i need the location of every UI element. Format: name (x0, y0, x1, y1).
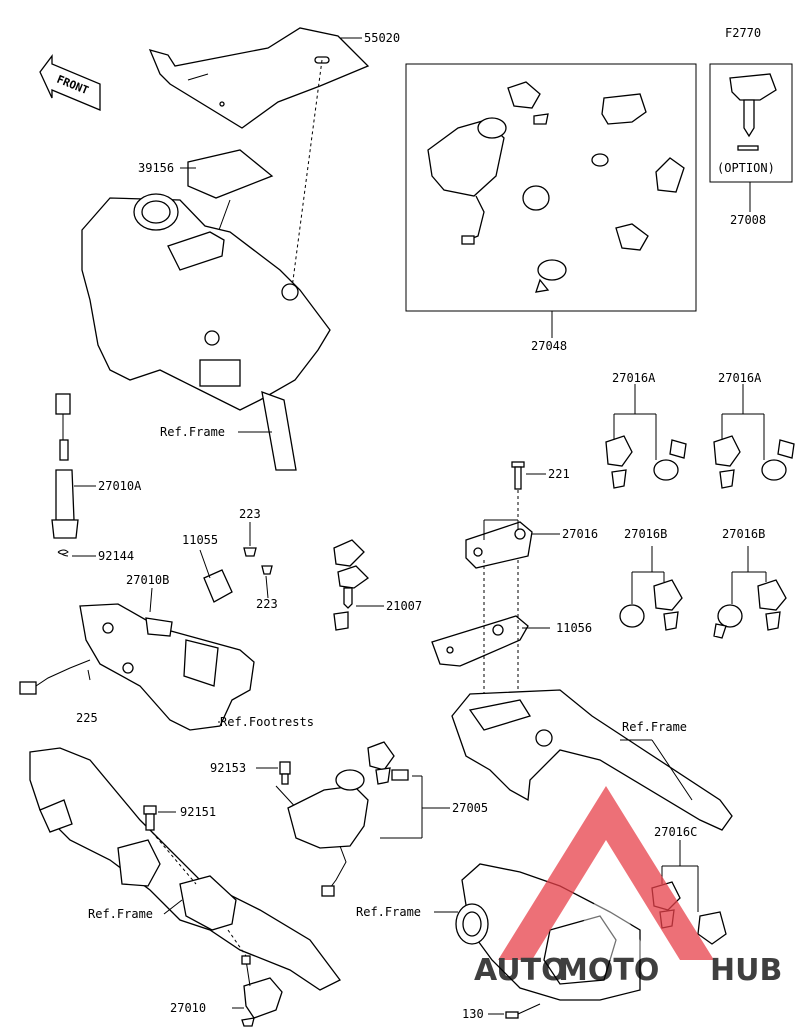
kit-27048-box (405, 63, 697, 312)
part-27016A-set-2 (713, 435, 795, 489)
part-55020-sheet (148, 27, 370, 129)
callout-130: 130 (462, 1007, 484, 1021)
watermark-text-moto: MOTO (558, 953, 659, 988)
callout-27016C: 27016C (654, 825, 697, 839)
option-label: (OPTION) (717, 161, 775, 175)
callout-ref-footrests: Ref.Footrests (220, 715, 314, 729)
callout-221: 221 (548, 467, 570, 481)
callout-55020: 55020 (364, 31, 400, 45)
part-39156-plate (187, 149, 274, 199)
key-27008-icon (729, 73, 777, 151)
part-21007-keys (333, 539, 370, 631)
part-27016B-set-1 (619, 579, 683, 631)
part-27016B-set-2 (713, 579, 787, 639)
callout-21007: 21007 (386, 599, 422, 613)
callout-27016A-2: 27016A (718, 371, 762, 385)
part-27010A-switch (51, 393, 79, 539)
callout-27008: 27008 (730, 213, 766, 227)
callout-223b: 223 (256, 597, 278, 611)
callout-225: 225 (76, 711, 98, 725)
screw-130-icon (505, 1003, 541, 1019)
callout-ref-frame-1: Ref.Frame (160, 425, 225, 439)
callout-27010: 27010 (170, 1001, 206, 1015)
bolt-223a-icon (243, 547, 257, 557)
callout-ref-frame-3: Ref.Frame (88, 907, 153, 921)
part-92144-spring (57, 549, 69, 557)
screw-221-icon (511, 461, 525, 490)
callout-27016B-2: 27016B (722, 527, 765, 541)
callout-27010A: 27010A (98, 479, 142, 493)
callout-27016: 27016 (562, 527, 598, 541)
part-27010-switch (241, 955, 283, 1027)
callout-92144: 92144 (98, 549, 134, 563)
callout-labels: 55020 39156 27048 27008 Ref.Frame 27010A… (76, 31, 766, 1021)
callout-11056: 11056 (556, 621, 592, 635)
callout-92153: 92153 (210, 761, 246, 775)
bolt-92153-icon (279, 761, 291, 785)
option-key-box (709, 63, 793, 183)
callout-92151: 92151 (180, 805, 216, 819)
part-27016A-set-1 (605, 435, 687, 489)
frame-head-upper (81, 193, 331, 471)
footrest-bracket (19, 569, 255, 731)
callout-27010B: 27010B (126, 573, 169, 587)
callout-223a: 223 (239, 507, 261, 521)
callout-ref-frame-4: Ref.Frame (356, 905, 421, 919)
callout-11055: 11055 (182, 533, 218, 547)
watermark-logo: AUTO MOTO HUB (474, 786, 782, 988)
diagram-code: F2770 (725, 26, 761, 40)
front-arrow-icon: FRONT (39, 54, 101, 111)
callout-27048: 27048 (531, 339, 567, 353)
callout-27016A-1: 27016A (612, 371, 656, 385)
bolt-92151-icon (143, 805, 157, 831)
kit-27048-parts (427, 81, 685, 293)
part-27005-ignition-switch (287, 741, 409, 897)
callout-27016B-1: 27016B (624, 527, 667, 541)
frame-lower-left (29, 747, 341, 991)
watermark-text-hub: HUB (710, 953, 782, 988)
frame-lower-right (455, 863, 641, 1001)
part-11056-plate (431, 615, 529, 667)
callout-27005: 27005 (452, 801, 488, 815)
bolt-223b-icon (261, 565, 273, 575)
watermark-text-auto: AUTO (474, 953, 567, 988)
frame-right-middle (451, 689, 733, 831)
part-27016-mount (465, 521, 533, 569)
watermark-triangle-icon (498, 786, 714, 960)
callout-39156: 39156 (138, 161, 174, 175)
callout-ref-frame-2: Ref.Frame (622, 720, 687, 734)
